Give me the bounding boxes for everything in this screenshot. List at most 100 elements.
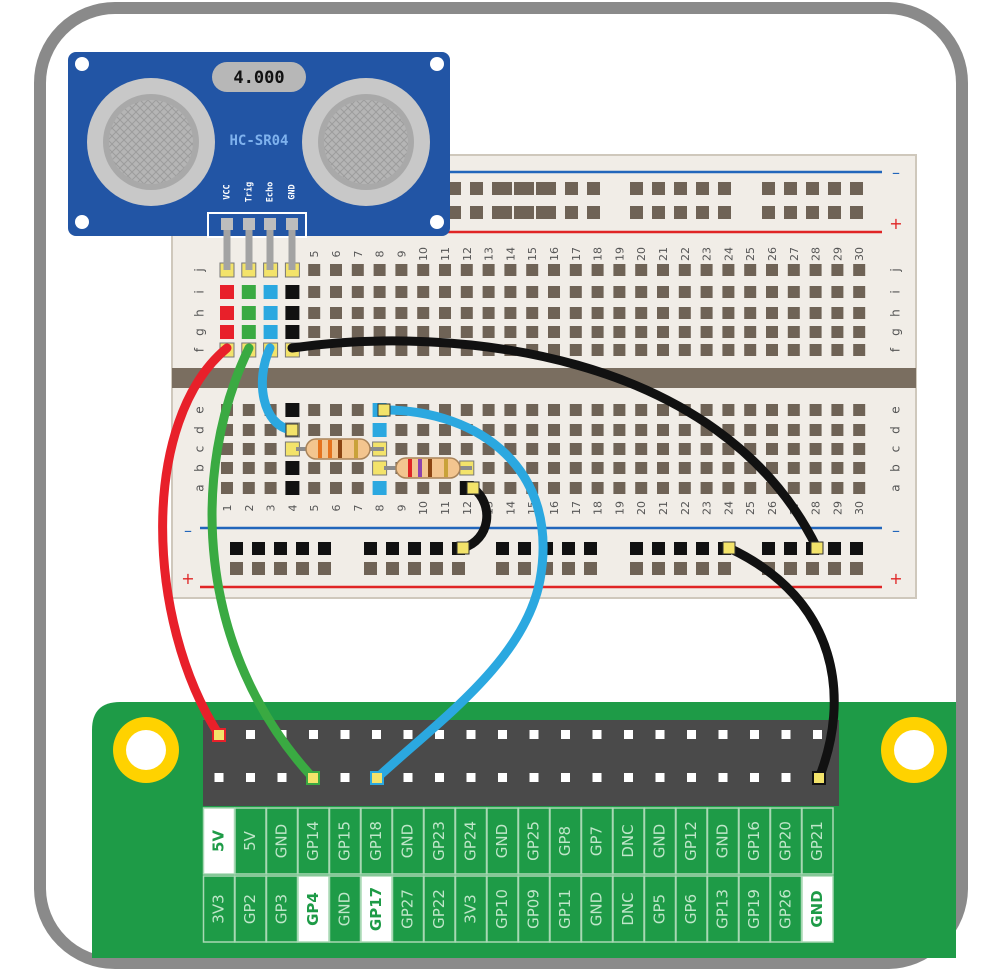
header-pin-bottom-0 <box>214 773 224 782</box>
hole-top-c29-r3 <box>831 326 844 338</box>
row-label-f-left: f <box>193 347 207 352</box>
hole-top-c21-r1 <box>657 286 669 298</box>
hole-bottom-c7-r0 <box>351 404 364 416</box>
hole-top-c8-r2 <box>373 307 386 319</box>
hole-bottom-c2-r3 <box>242 462 255 474</box>
rail-hole-1-1-2 <box>543 206 556 219</box>
hole-bottom-c17-r2 <box>569 443 582 455</box>
wire-end-bb-2 <box>810 541 824 555</box>
wire-blue-echo <box>257 343 297 435</box>
sensor-pin-vcc-leg <box>223 230 231 270</box>
hole-bottom-c19-r1 <box>613 424 626 436</box>
pin-label-gp13-bottom-16: GP13 <box>714 889 732 929</box>
sensor-pin-label-echo: Echo <box>266 182 276 202</box>
hole-top-c28-r0 <box>809 264 822 276</box>
pin-label-gp25-top-10: GP25 <box>525 821 543 861</box>
hole-bottom-c18-r3 <box>591 462 604 474</box>
rail-hole-0-2-2 <box>674 182 687 195</box>
hole-top-c24-r1 <box>722 286 735 298</box>
hole-top-c27-r3 <box>787 326 800 338</box>
marker-col4-1 <box>285 306 300 320</box>
bottom-rail-plus-label: + <box>889 569 902 588</box>
hole-top-c19-r1 <box>613 286 626 298</box>
wire-green-trig-gp4 <box>207 343 318 783</box>
hole-top-c13-r1 <box>482 286 495 298</box>
pin-label-5v-top-1: 5V <box>241 830 259 851</box>
column-label-bottom-21: 21 <box>657 501 670 515</box>
sensor-display-value: 4.000 <box>233 68 284 88</box>
hole-top-c18-r3 <box>591 326 604 338</box>
sensor-mount-hole-tr <box>430 57 444 71</box>
rail-hole-3-2-3 <box>562 562 575 575</box>
header-pin-bottom-15 <box>687 773 696 782</box>
hole-bottom-c20-r0 <box>635 404 648 416</box>
hole-top-c30-r4 <box>853 344 866 356</box>
rail-hole-1-3-3 <box>828 206 841 219</box>
pin-label-3v3-bottom-8: 3V3 <box>462 894 480 923</box>
rail-hole-1-1-4 <box>587 206 600 219</box>
column-label-top-18: 18 <box>592 247 605 261</box>
hole-bottom-c28-r0 <box>809 404 822 416</box>
header-pin-bottom-8 <box>466 773 476 782</box>
rail-hole-2-4-4 <box>850 542 863 555</box>
hole-bottom-c14-r1 <box>504 424 517 436</box>
column-label-bottom-26: 26 <box>766 501 779 515</box>
header-pin-top-18 <box>781 730 791 739</box>
column-label-top-30: 30 <box>853 247 866 261</box>
hole-top-c5-r0 <box>308 264 321 276</box>
header-pin-bottom-12 <box>592 773 602 782</box>
rail-hole-1-0-1 <box>470 206 483 219</box>
pin-label-gp17-bottom-5: GP17 <box>367 887 385 931</box>
hole-bottom-c19-r0 <box>613 404 626 416</box>
row-label-b-left: b <box>193 464 207 472</box>
resistor-1-band-1 <box>318 440 322 458</box>
column-label-top-26: 26 <box>766 247 779 261</box>
rail-hole-0-3-2 <box>806 182 819 195</box>
rail-hole-2-2-0 <box>496 542 509 555</box>
header-pin-top-5 <box>372 730 381 739</box>
hole-bottom-c16-r3 <box>548 462 560 474</box>
rail-hole-3-2-0 <box>496 562 509 575</box>
rail-hole-3-3-1 <box>652 562 665 575</box>
resistor-1-band-3 <box>338 440 342 458</box>
top-rail-minus-label: – <box>892 163 900 182</box>
hole-top-c10-r1 <box>417 286 430 298</box>
hole-top-c7-r1 <box>351 286 364 298</box>
hole-top-c28-r1 <box>809 286 822 298</box>
hole-top-c12-r1 <box>460 286 473 298</box>
rail-hole-3-2-1 <box>518 562 531 575</box>
hole-top-c27-r0 <box>787 264 800 276</box>
hole-bottom-c3-r4 <box>264 482 277 494</box>
sensor-pin-echo-leg <box>266 230 274 270</box>
hole-top-c6-r2 <box>330 307 342 319</box>
hole-bottom-c2-r0 <box>242 404 255 416</box>
resistor-2-band-1 <box>408 459 412 477</box>
rail-hole-2-2-1 <box>518 542 531 555</box>
hole-bottom-c13-r3 <box>482 462 495 474</box>
hole-bottom-c16-r1 <box>548 424 560 436</box>
hole-top-c26-r4 <box>766 344 778 356</box>
header-pin-bottom-11 <box>561 773 570 782</box>
marker-c4-bottom-3 <box>285 481 300 495</box>
hole-bottom-c9-r1 <box>395 424 408 436</box>
hole-bottom-c27-r3 <box>787 462 800 474</box>
pin-label-gp27-bottom-6: GP27 <box>399 889 417 929</box>
resistor-2-band-4 <box>444 459 448 477</box>
header-pin-top-19 <box>813 730 822 739</box>
hole-top-c29-r2 <box>831 307 844 319</box>
column-label-bottom-20: 20 <box>635 501 648 515</box>
wire-end-bb-1 <box>722 541 736 555</box>
pin-label-gp26-bottom-18: GP26 <box>777 889 795 929</box>
hole-bottom-c30-r0 <box>853 404 866 416</box>
header-pin-bottom-2 <box>277 773 287 782</box>
column-label-top-11: 11 <box>439 247 452 261</box>
hole-bottom-c15-r2 <box>526 443 539 455</box>
marker-col3-0 <box>263 285 278 299</box>
column-label-bottom-3: 3 <box>265 505 278 512</box>
wire-end-5v <box>212 728 226 742</box>
hole-top-c15-r1 <box>526 286 539 298</box>
hole-top-c20-r4 <box>635 344 648 356</box>
hole-top-c10-r0 <box>417 264 430 276</box>
sensor-pin-trig-leg <box>245 230 253 270</box>
left-rail-plus-label: + <box>181 569 194 588</box>
